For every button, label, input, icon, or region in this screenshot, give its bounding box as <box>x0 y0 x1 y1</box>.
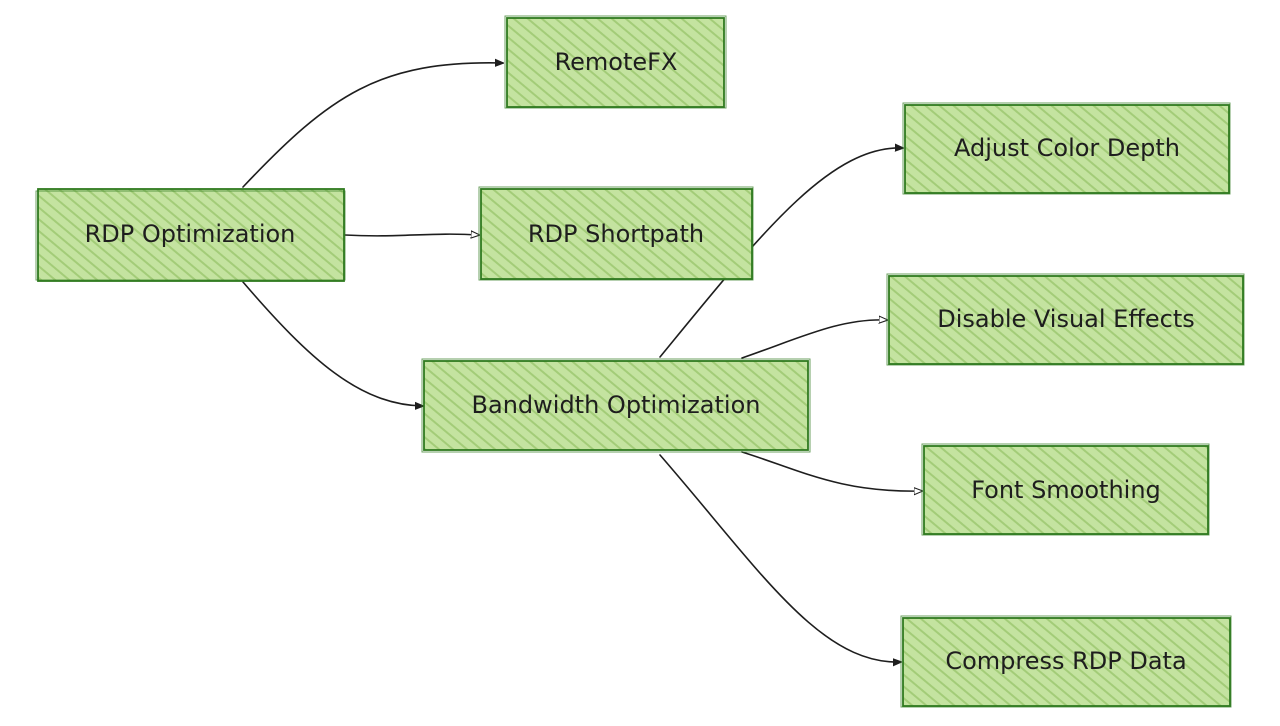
edge-bandwidth-to-disable-visual-effects <box>741 320 887 359</box>
edge-bandwidth-to-adjust-color-depth <box>659 148 903 358</box>
node-rdp-optimization[interactable]: RDP Optimization <box>35 188 346 282</box>
edge-rdp-optimization-to-remotefx <box>242 63 503 188</box>
edge-bandwidth-to-font-smoothing <box>741 451 922 491</box>
node-font-smoothing[interactable]: Font Smoothing <box>921 443 1210 536</box>
node-label: RemoteFX <box>555 48 678 76</box>
node-bandwidth-optimization[interactable]: Bandwidth Optimization <box>421 358 811 453</box>
node-label: Bandwidth Optimization <box>472 391 761 419</box>
node-remotefx[interactable]: RemoteFX <box>504 15 727 109</box>
edge-rdp-optimization-to-bandwidth-optimization <box>242 281 423 406</box>
node-adjust-color-depth[interactable]: Adjust Color Depth <box>902 102 1231 195</box>
node-label: RDP Shortpath <box>528 220 704 248</box>
node-label: Font Smoothing <box>971 476 1161 504</box>
node-label: Adjust Color Depth <box>954 134 1180 162</box>
edge-bandwidth-to-compress-rdp-data <box>659 454 901 662</box>
node-rdp-shortpath[interactable]: RDP Shortpath <box>478 186 754 281</box>
edges <box>242 63 922 662</box>
node-label: RDP Optimization <box>85 220 296 248</box>
edge-rdp-optimization-to-rdp-shortpath <box>344 234 479 236</box>
node-disable-visual-effects[interactable]: Disable Visual Effects <box>886 273 1245 366</box>
node-label: Disable Visual Effects <box>937 305 1195 333</box>
node-compress-rdp-data[interactable]: Compress RDP Data <box>900 615 1232 708</box>
node-label: Compress RDP Data <box>945 647 1186 675</box>
